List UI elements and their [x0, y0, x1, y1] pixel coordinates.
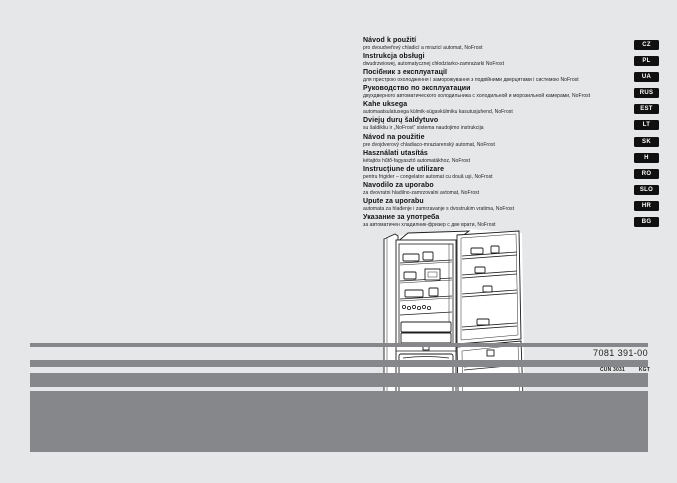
language-entry: Kahe uksega automaatsulatusega külmik-sü…	[363, 101, 659, 117]
control-panel	[424, 268, 441, 281]
language-subtitle: двухдверного автоматического холодильник…	[363, 93, 591, 100]
language-entry: Instrucţiune de utilizare pentru frigide…	[363, 166, 659, 182]
divider-stripe	[30, 360, 648, 367]
language-title: Navodilo za uporabo	[363, 181, 434, 189]
language-entry: Használati utasítás kétajtós hűtő-fagyas…	[363, 150, 659, 166]
crisper-drawer	[400, 321, 452, 333]
language-code-badge: RUS	[634, 88, 659, 99]
language-code-badge: PL	[634, 56, 659, 67]
language-code-badge: LT	[634, 120, 659, 131]
language-title: Dviejų durų šaldytuvo	[363, 117, 439, 125]
shelf-items	[402, 251, 439, 298]
language-code-badge: UA	[634, 72, 659, 83]
language-title: Посібник з експлуатації	[363, 69, 448, 77]
language-title: Указание за употреба	[363, 214, 440, 222]
door-latch	[486, 349, 495, 357]
language-code-badge: SLO	[634, 184, 659, 195]
language-entry: Instrukcja obsługi dwudrzwiowej, automat…	[363, 53, 659, 69]
language-title: Upute za uporabu	[363, 197, 424, 205]
language-subtitle: pre dvojdverový chladiaco-mraziarenský a…	[363, 141, 495, 148]
document-number: 7081 391-00	[593, 348, 648, 358]
language-entry: Navodilo za uporabo za dvovratni hladiln…	[363, 182, 659, 198]
language-title: Használati utasítás	[363, 149, 428, 157]
language-entry: Dviejų durų šaldytuvo su šaldikliu ir „N…	[363, 117, 659, 133]
divider-stripe	[30, 373, 648, 387]
language-subtitle: kétajtós hűtő-fagyasztó automatákhoz, No…	[363, 157, 471, 164]
footer-block-stripe	[30, 391, 648, 452]
fridge-shelves	[399, 259, 453, 316]
language-title: Návod na použitie	[363, 133, 425, 141]
language-code-badge: EST	[634, 104, 659, 115]
language-subtitle: pentru frigider – congelator automat cu …	[363, 173, 493, 180]
language-subtitle: su šaldikliu ir „NoFrost“ sistema naudoj…	[363, 125, 484, 132]
language-code-badge: BG	[634, 217, 659, 228]
language-title: Руководство по эксплуатации	[363, 85, 471, 93]
language-code-badge: H	[634, 152, 659, 163]
language-code-badge: SK	[634, 136, 659, 147]
language-subtitle: для пристрою охолодження і заморожування…	[363, 77, 579, 84]
language-subtitle: za dvovratni hladilno-zamrzovalni avtoma…	[363, 189, 480, 196]
language-entry: Указание за употреба за автоматичен хлад…	[363, 214, 659, 230]
door-racks	[461, 245, 518, 331]
language-title: Kahe uksega	[363, 101, 408, 109]
language-subtitle: за автоматичен хладилник-фризер с две вр…	[363, 222, 496, 229]
language-list: Návod k použití pro dvoudveřový chladicí…	[363, 37, 659, 230]
vegetable-items	[401, 305, 432, 311]
language-entry: Návod k použití pro dvoudveřový chladicí…	[363, 37, 659, 53]
edition-code: KGT	[638, 366, 650, 373]
crisper-drawer	[400, 332, 452, 344]
language-title: Instrukcja obsługi	[363, 53, 425, 61]
language-entry: Руководство по эксплуатации двухдверного…	[363, 85, 659, 101]
language-entry: Посібник з експлуатації для пристрою охо…	[363, 69, 659, 85]
language-code-badge: HR	[634, 200, 659, 211]
language-code-badge: RO	[634, 168, 659, 179]
divider-stripe	[30, 343, 648, 347]
language-entry: Návod na použitie pre dvojdverový chladi…	[363, 134, 659, 150]
language-code-badge: CZ	[634, 40, 659, 50]
language-subtitle: automaatsulatusega külmik-sügavkülmiku k…	[363, 109, 513, 116]
language-title: Návod k použití	[363, 37, 417, 44]
model-code-row: CUN 3031 KGT	[600, 367, 650, 373]
language-subtitle: pro dvoudveřový chladicí a mrazicí autom…	[363, 45, 483, 51]
language-title: Instrucţiune de utilizare	[363, 165, 445, 173]
language-subtitle: automata za hlađenje i zamrzavanje s dvo…	[363, 205, 515, 212]
model-code: CUN 3031	[600, 366, 625, 373]
language-entry: Upute za uporabu automata za hlađenje i …	[363, 198, 659, 214]
language-subtitle: dwudrzwiowej, automatycznej chłodziarko-…	[363, 61, 505, 68]
